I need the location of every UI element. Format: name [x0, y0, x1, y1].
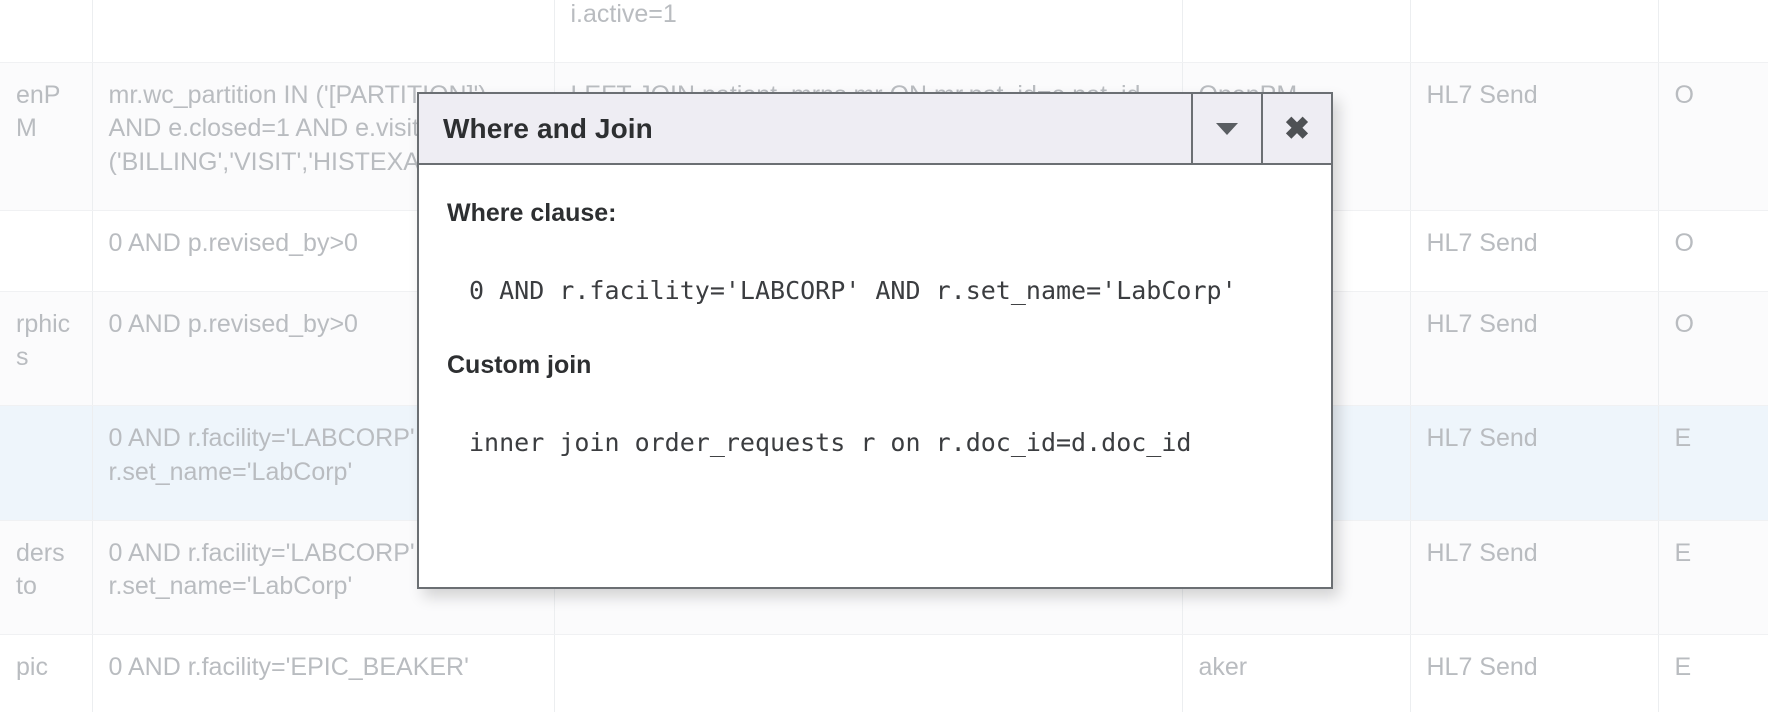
cell-action: HL7 Send: [1410, 210, 1659, 292]
dialog-header[interactable]: Where and Join ✖: [419, 94, 1331, 165]
where-clause-label: Where clause:: [447, 199, 617, 227]
cell-action: HL7 Send: [1410, 634, 1659, 712]
cell-extra: E: [1658, 405, 1768, 521]
cell-system: aker: [1182, 634, 1411, 712]
cell-action: [1410, 0, 1659, 63]
cell-where: 0 AND r.facility='EPIC_BEAKER': [92, 634, 555, 712]
cell-extra: E: [1658, 634, 1768, 712]
cell-extra: O: [1658, 210, 1768, 292]
cell-extra: [1658, 0, 1768, 63]
section-spacer: [443, 305, 1307, 351]
chevron-down-icon: [1216, 122, 1238, 135]
cell-source: rphics: [0, 291, 93, 406]
table-row[interactable]: i.policy_id IS NULL insurance_policy i O…: [0, 0, 1768, 63]
where-clause-value: 0 AND r.facility='LABCORP' AND r.set_nam…: [469, 276, 1237, 305]
cell-source: enPM: [0, 62, 93, 211]
cell-action: HL7 Send: [1410, 62, 1659, 211]
cell-join: [554, 634, 1183, 712]
where-and-join-dialog: Where and Join ✖ Where clause: 0 AND r.f…: [417, 92, 1333, 589]
cell-source: [0, 405, 93, 521]
cell-action: HL7 Send: [1410, 405, 1659, 521]
cell-join: insurance_policy i ON i.pat_id=eb.fund_c…: [554, 0, 1183, 63]
dialog-body: Where clause: 0 AND r.facility='LABCORP'…: [419, 165, 1331, 587]
dialog-collapse-button[interactable]: [1191, 94, 1261, 163]
cell-extra: O: [1658, 291, 1768, 406]
cell-extra: O: [1658, 62, 1768, 211]
cell-where: i.policy_id IS NULL: [92, 0, 555, 63]
cell-action: HL7 Send: [1410, 291, 1659, 406]
table-row[interactable]: pic 0 AND r.facility='EPIC_BEAKER' aker …: [0, 634, 1768, 712]
cell-source: [0, 0, 93, 63]
cell-system: [1182, 0, 1411, 63]
cell-source: [0, 210, 93, 292]
dialog-title: Where and Join: [443, 112, 653, 144]
cell-extra: E: [1658, 520, 1768, 635]
cell-source: ders to: [0, 520, 93, 635]
cell-action: HL7 Send: [1410, 520, 1659, 635]
dialog-close-button[interactable]: ✖: [1261, 94, 1331, 163]
cell-source: pic: [0, 634, 93, 712]
close-icon: ✖: [1284, 111, 1310, 146]
custom-join-label: Custom join: [447, 351, 592, 379]
custom-join-value: inner join order_requests r on r.doc_id=…: [469, 428, 1192, 457]
